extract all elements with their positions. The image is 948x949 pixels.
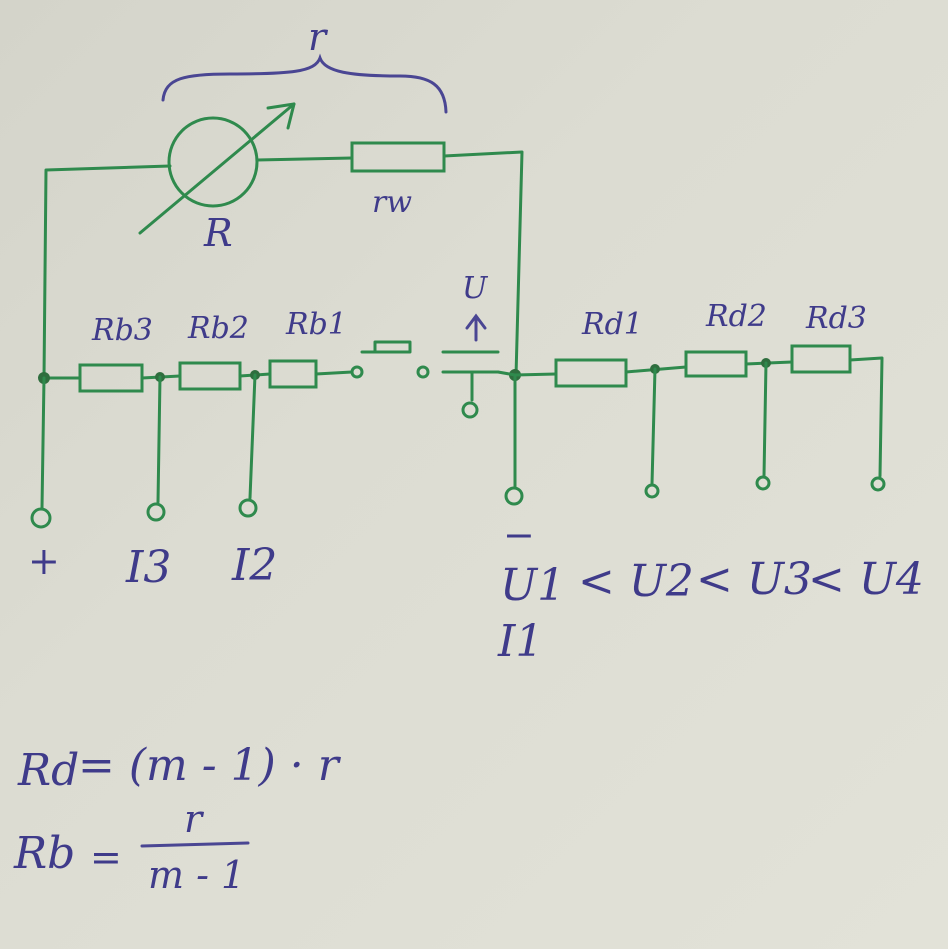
formula-rb-lhs: Rb	[13, 828, 75, 879]
resistor-rb1	[268, 359, 318, 389]
resistor-rd2	[684, 350, 748, 378]
meter-arrow-head	[266, 102, 296, 130]
formula-rb-num: r	[184, 797, 205, 841]
resistor-rb2	[178, 361, 242, 391]
formula-rb-den: m - 1	[148, 853, 245, 897]
ammeter-symbol	[167, 116, 259, 208]
minus-label: −	[503, 513, 535, 557]
rd2-label: Rd2	[705, 299, 767, 334]
terminal-minus[interactable]	[504, 486, 524, 506]
u-arrow-head	[465, 313, 487, 330]
terminal-i2[interactable]	[238, 498, 258, 518]
terminal-u4[interactable]	[870, 476, 886, 492]
fraction-bar	[140, 841, 250, 848]
formula-rb-eq: =	[90, 835, 122, 879]
switch-lever	[360, 340, 412, 354]
switch-contact-left	[350, 365, 364, 379]
meter-label: R	[203, 211, 233, 255]
rd1-label: Rd1	[581, 307, 643, 342]
top-wire-middle	[255, 156, 354, 162]
plus-label: +	[28, 539, 60, 583]
terminal-i3[interactable]	[146, 502, 166, 522]
terminal-u2[interactable]	[644, 483, 660, 499]
multiplier-chain	[496, 344, 886, 506]
u2-label: < U2	[578, 556, 694, 607]
u-label: U	[462, 271, 489, 306]
resistor-rw	[350, 141, 446, 173]
formula-rb: Rb = r m - 1	[13, 797, 250, 897]
resistor-rb3	[78, 363, 144, 393]
i3-label: I3	[125, 542, 171, 593]
resistor-rd3	[790, 344, 852, 374]
resistor-rd1	[554, 358, 628, 388]
u4-label: < U4	[808, 554, 924, 605]
meter-arrow-line	[138, 102, 296, 235]
switch-contact-right	[416, 365, 430, 379]
voltage-source: U	[441, 271, 500, 419]
terminal-u3[interactable]	[755, 475, 771, 491]
rb2-label: Rb2	[187, 311, 249, 346]
top-wire-right	[442, 150, 524, 378]
r-brace-label: r	[308, 15, 329, 59]
meter-branch	[42, 102, 524, 380]
rb1-label: Rb1	[285, 307, 347, 342]
u3-label: < U3	[696, 554, 812, 605]
source-terminal	[461, 401, 479, 419]
formula-rd: Rd = (m - 1) · r	[17, 740, 342, 796]
formula-rd-lhs: Rd	[17, 745, 79, 796]
rw-label: rw	[372, 185, 412, 220]
u1-label: U1	[500, 560, 565, 611]
i2-label: I2	[231, 540, 277, 591]
i1-label: I1	[497, 616, 543, 667]
shunt-chain	[30, 340, 430, 529]
terminal-plus[interactable]	[30, 507, 52, 529]
rd3-label: Rd3	[805, 301, 867, 336]
r-brace: r	[161, 15, 448, 114]
formula-rd-rhs: = (m - 1) · r	[78, 740, 342, 791]
rb3-label: Rb3	[91, 313, 153, 348]
top-wire-left	[42, 164, 172, 380]
